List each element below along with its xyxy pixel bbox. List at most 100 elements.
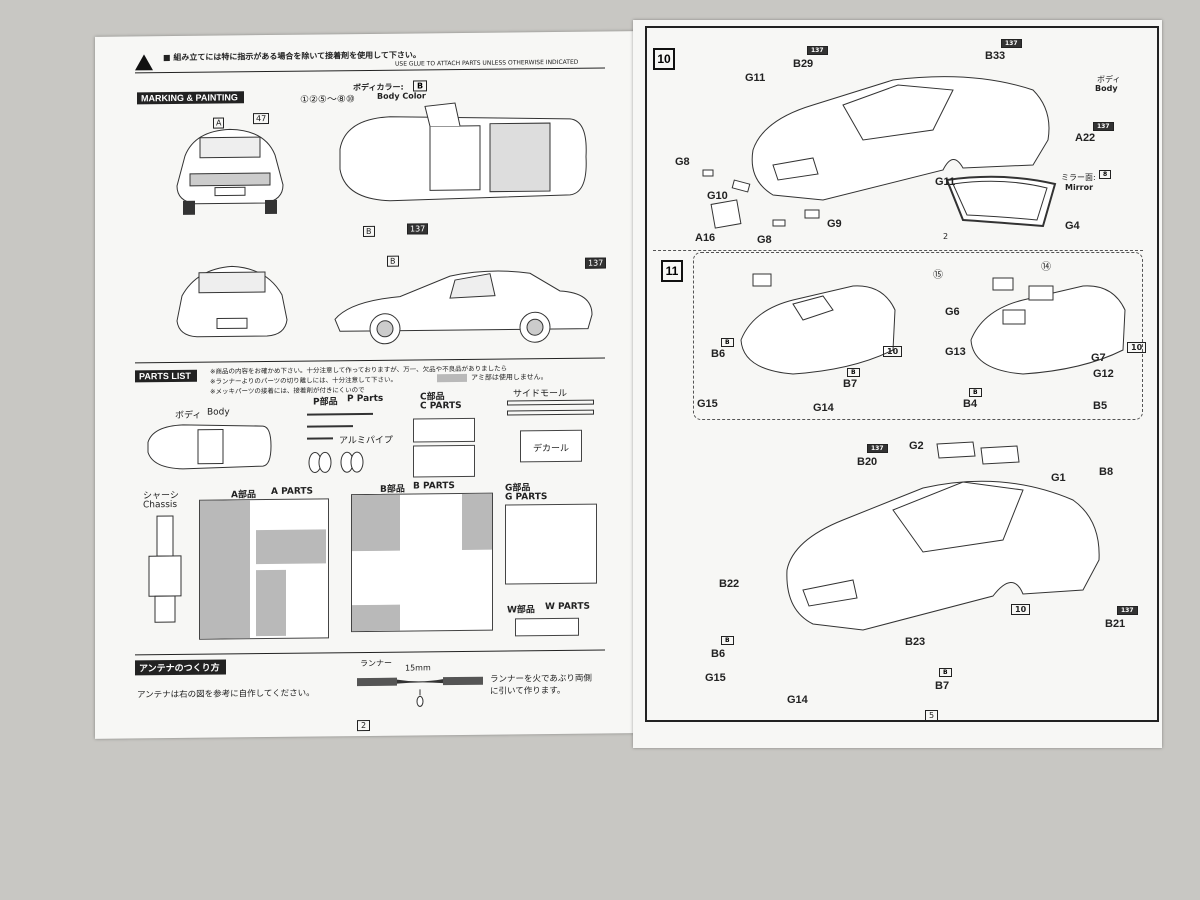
warning-icon: [135, 54, 153, 71]
badge-b33: 137: [1001, 39, 1022, 48]
side-mall-strip-1: [507, 399, 594, 406]
windshield-part: [945, 175, 1057, 228]
badge-b7-bottom: B: [939, 668, 952, 677]
label-b20: B20: [857, 456, 878, 468]
label-a22: A22: [1075, 132, 1096, 144]
step-divider: [653, 250, 1143, 251]
b-parts-gray-area-2: [462, 493, 492, 550]
label-g11-mid: G11: [935, 176, 956, 188]
label-b4: B4: [963, 398, 978, 410]
callout-47: 47: [253, 113, 270, 125]
callout-137-side: 137: [585, 257, 607, 269]
divider-marking: [135, 357, 605, 364]
body-label-en: Body: [207, 407, 230, 418]
badge-b6-top: B: [721, 338, 734, 347]
b-parts-gray-area-3: [352, 604, 400, 632]
page-frame: [645, 26, 1159, 722]
label-body-en: Body: [1095, 84, 1118, 93]
badge-b4: B: [969, 388, 982, 397]
step-number-10: 10: [653, 48, 675, 70]
label-g7: G7: [1091, 352, 1106, 364]
c-parts-label-en: C PARTS: [420, 400, 462, 412]
badge-b6-bottom: B: [721, 636, 734, 645]
b-parts-label-en: B PARTS: [413, 481, 455, 492]
label-body-jp: ボディ: [1097, 75, 1121, 84]
car-rear-view: [176, 128, 284, 215]
label-g10: G10: [707, 190, 728, 202]
label-g4: G4: [1065, 220, 1080, 232]
label-body-num-2: 10: [1127, 342, 1147, 353]
antenna-instruction: アンテナは右の図を参考に自作してください。: [137, 688, 315, 701]
label-g15-top: G15: [697, 398, 718, 410]
label-g1: G1: [1051, 472, 1066, 484]
badge-b7-top: B: [847, 368, 860, 377]
label-g2: G2: [909, 440, 924, 452]
badge-b29: 137: [807, 46, 828, 55]
label-body-num-3: 10: [1011, 604, 1031, 615]
body-color-label-en: Body Color: [377, 91, 426, 101]
label-b6-top: B6: [711, 348, 726, 360]
label-glass-num: 2: [943, 232, 949, 241]
label-b22: B22: [719, 578, 740, 590]
label-g6: G6: [945, 306, 960, 318]
warning-underline: [135, 67, 605, 74]
label-b23: B23: [905, 636, 926, 648]
label-b29: B29: [793, 58, 814, 70]
decal-label: デカール: [532, 443, 569, 455]
badge-mirror: 8: [1099, 170, 1112, 179]
callout-137-top: 137: [407, 223, 429, 235]
g-parts-runner: [505, 503, 597, 585]
side-mall-strip-2: [507, 409, 594, 416]
car-side-view: [334, 270, 593, 345]
label-b8: B8: [1099, 466, 1114, 478]
antenna-diagram: [357, 676, 483, 707]
chassis-drawing: [148, 515, 182, 623]
body-color-code: B: [413, 80, 428, 92]
label-g8-left: G8: [675, 156, 690, 168]
callout-b-body: B: [363, 225, 375, 238]
label-g15-bottom: G15: [705, 672, 726, 684]
heat-instruction-2: に引いて作ります。: [490, 685, 566, 697]
label-g14-bottom: G14: [787, 694, 808, 706]
length-label: 15mm: [405, 663, 431, 673]
c-parts-runner: [413, 417, 475, 443]
body-label-jp: ボディ: [175, 410, 202, 421]
label-mirror-jp: ミラー面:: [1061, 173, 1096, 182]
a-parts-label-en: A PARTS: [271, 486, 313, 497]
label-b33: B33: [985, 50, 1006, 62]
badge-b21: 137: [1117, 606, 1138, 615]
section-header-marking: MARKING & PAINTING: [137, 91, 244, 105]
parts-note-3: ※メッキパーツの接着には、接着剤が付きにくいので: [210, 386, 365, 396]
label-star-14: ⑭: [1041, 262, 1051, 273]
label-g13: G13: [945, 346, 966, 358]
runner-label: ランナー: [360, 658, 392, 669]
label-body-num-1: 10: [883, 346, 903, 357]
a-parts-gray-area-3: [256, 569, 286, 637]
label-b7-bottom: B7: [935, 680, 950, 692]
warning-text-jp: ■ 組み立てには特に指示がある場合を除いて接着剤を使用して下さい。: [163, 50, 421, 63]
step10-small-parts: [702, 169, 820, 229]
label-g12: G12: [1093, 368, 1114, 380]
badge-b20: 137: [867, 444, 888, 453]
heat-instruction-1: ランナーを火であぶり両側: [490, 673, 592, 685]
marking-numbers: ①②⑤〜⑧⑩: [300, 94, 355, 106]
label-a16: A16: [695, 232, 716, 244]
label-b7-top: B7: [843, 378, 858, 390]
divider-parts: [135, 649, 605, 656]
warning-text-en: USE GLUE TO ATTACH PARTS UNLESS OTHERWIS…: [395, 58, 579, 68]
car-top-view: [339, 102, 587, 202]
decal-sheet: デカール: [520, 429, 582, 463]
label-b6-bottom: B6: [711, 648, 726, 660]
badge-a22: 137: [1093, 122, 1114, 131]
label-star-15: ⑮: [933, 270, 943, 281]
page-number-left: 2: [357, 719, 371, 732]
c-parts-runner-2: [413, 444, 475, 478]
step11-main-body-drawing: [786, 480, 1100, 631]
w-parts-label-en: W PARTS: [545, 601, 590, 613]
section-header-antenna: アンテナのつくり方: [135, 659, 226, 676]
section-header-parts-list: PARTS LIST: [135, 369, 197, 383]
step11-roof-panels: [936, 441, 1020, 465]
a-parts-gray-area-1: [200, 500, 250, 639]
p-parts-label-jp: P部品: [313, 397, 338, 408]
step11-detail-drawing-1: [740, 273, 896, 375]
